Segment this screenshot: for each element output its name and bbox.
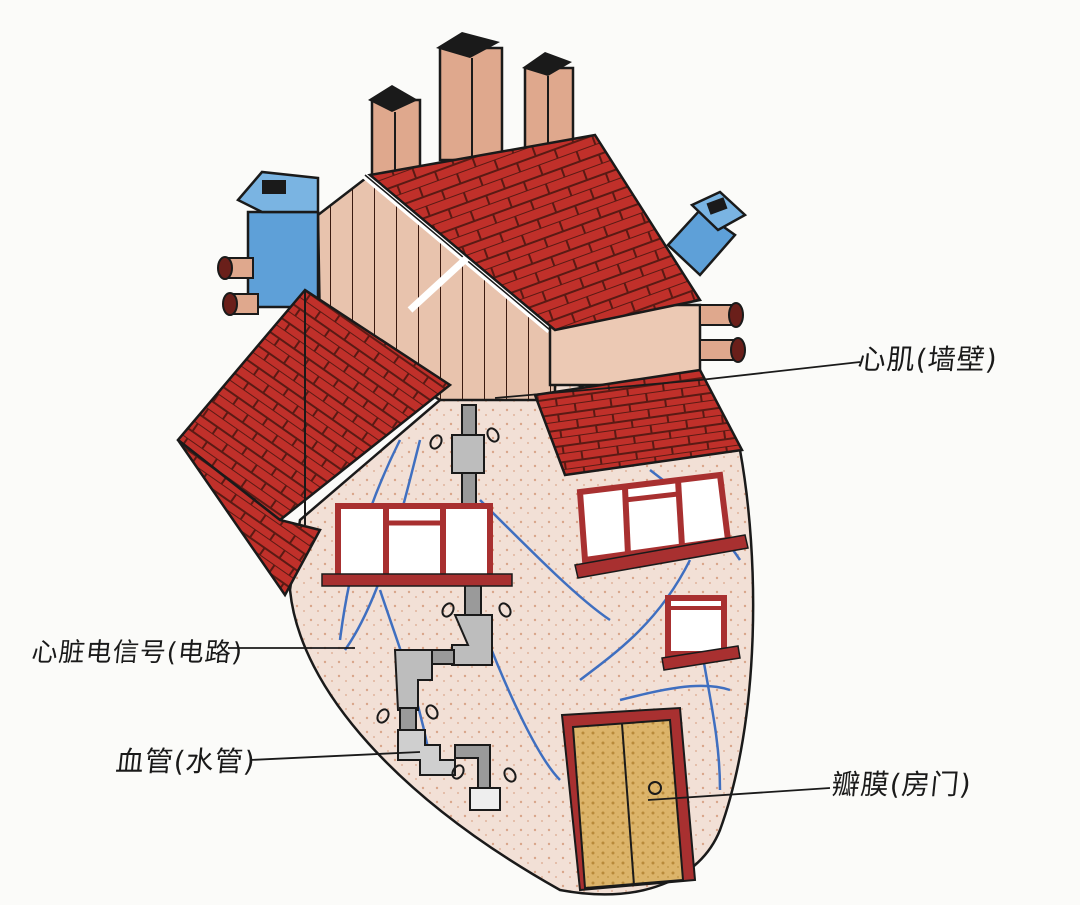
water-drops bbox=[376, 427, 517, 783]
windows bbox=[321, 471, 749, 671]
label-valve: 瓣膜(房门) bbox=[830, 768, 974, 801]
left-roof bbox=[176, 288, 453, 598]
water-pipes bbox=[393, 404, 501, 811]
lower-right-roof bbox=[533, 368, 744, 477]
blue-chimneys bbox=[236, 170, 748, 309]
window-left bbox=[321, 503, 513, 587]
side-pipes bbox=[217, 256, 746, 363]
leader-lines bbox=[228, 361, 861, 801]
door-valve bbox=[560, 706, 697, 892]
window-right bbox=[574, 471, 749, 579]
label-cardiac-signal: 心脏电信号(电路) bbox=[30, 638, 245, 668]
brick-chimneys bbox=[368, 32, 575, 177]
window-small bbox=[661, 595, 741, 671]
label-myocardium: 心肌(墙壁) bbox=[856, 343, 1000, 376]
label-blood-vessel: 血管(水管) bbox=[114, 745, 258, 778]
main-roof bbox=[367, 133, 703, 332]
